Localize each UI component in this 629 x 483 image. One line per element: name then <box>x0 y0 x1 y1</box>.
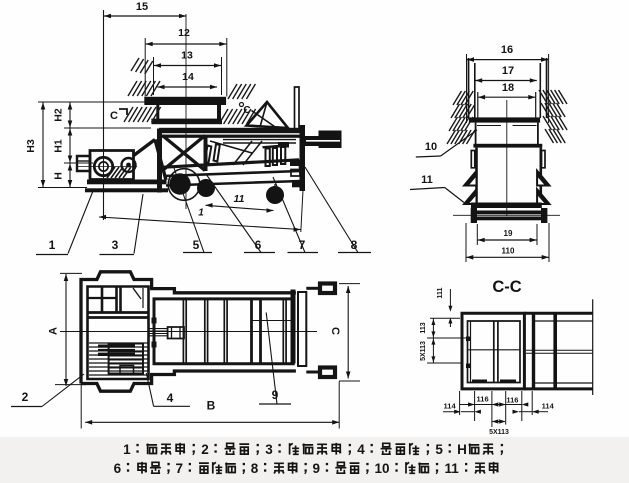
svg-text:12: 12 <box>178 27 190 39</box>
svg-text:H3: H3 <box>25 139 37 153</box>
svg-text:116: 116 <box>477 395 489 404</box>
svg-text:1: 1 <box>49 238 56 252</box>
svg-text:3: 3 <box>112 238 119 252</box>
svg-text:5: 5 <box>435 442 443 457</box>
svg-text:7: 7 <box>175 461 183 476</box>
svg-text:5X113: 5X113 <box>489 429 509 436</box>
svg-text:7: 7 <box>299 238 306 252</box>
svg-text:H: H <box>53 172 65 180</box>
svg-text:114: 114 <box>444 402 457 411</box>
svg-text:11: 11 <box>421 174 433 186</box>
svg-text:114: 114 <box>542 402 555 411</box>
svg-text:19: 19 <box>504 229 513 238</box>
svg-text:H: H <box>457 442 467 457</box>
svg-text:C: C <box>110 110 118 122</box>
svg-text:6: 6 <box>114 461 122 476</box>
svg-text:C: C <box>329 327 341 335</box>
svg-text:5X113: 5X113 <box>420 341 427 361</box>
svg-text:1: 1 <box>198 208 204 219</box>
svg-text:6: 6 <box>255 238 262 252</box>
svg-text:2: 2 <box>201 442 209 457</box>
svg-text:H1: H1 <box>53 139 65 153</box>
svg-text:C-C: C-C <box>492 278 521 296</box>
svg-text:4: 4 <box>167 391 174 405</box>
svg-text:110: 110 <box>502 247 515 256</box>
svg-text:111: 111 <box>437 287 444 298</box>
svg-text:8: 8 <box>351 238 358 252</box>
svg-text:11: 11 <box>444 461 459 476</box>
svg-text:17: 17 <box>502 65 514 77</box>
svg-text:8: 8 <box>251 461 259 476</box>
svg-text:10: 10 <box>425 141 437 153</box>
svg-text:116: 116 <box>506 396 518 405</box>
svg-text:B: B <box>207 399 216 413</box>
svg-text:10: 10 <box>374 461 389 476</box>
svg-text:18: 18 <box>502 82 514 94</box>
svg-text:2: 2 <box>22 390 29 404</box>
svg-text:3: 3 <box>265 442 273 457</box>
svg-text:9: 9 <box>313 461 321 476</box>
svg-text:11: 11 <box>234 193 245 205</box>
svg-text:9: 9 <box>272 388 279 402</box>
svg-text:113: 113 <box>420 322 427 333</box>
svg-text:14: 14 <box>182 71 194 83</box>
svg-text:C: C <box>243 105 250 116</box>
svg-text:4: 4 <box>357 442 365 457</box>
svg-text:H2: H2 <box>53 108 65 122</box>
svg-text:A: A <box>48 327 60 335</box>
svg-text:15: 15 <box>136 1 148 13</box>
svg-text:5: 5 <box>193 238 200 252</box>
svg-text:1: 1 <box>123 442 131 457</box>
svg-text:16: 16 <box>501 44 513 56</box>
svg-text:13: 13 <box>181 50 193 62</box>
